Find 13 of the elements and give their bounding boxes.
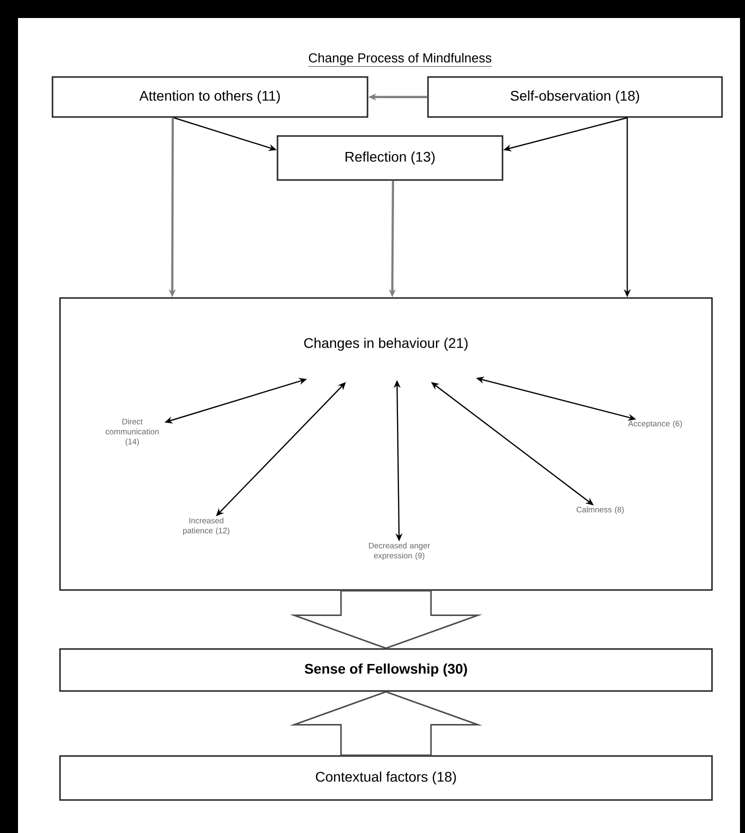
process-box: Self-observation (18) [427, 76, 723, 118]
process-box: Attention to others (11) [52, 76, 368, 118]
process-box: Contextual factors (18) [59, 755, 713, 801]
category-label: Acceptance (6) [628, 420, 682, 428]
category-label: Direct communication (14) [106, 418, 159, 446]
category-label: Calmness (8) [576, 506, 624, 514]
process-box: Sense of Fellowship (30) [59, 648, 713, 692]
block-arrow [290, 590, 482, 650]
title: Change Process of Mindfulness [308, 52, 492, 67]
category-label: Increased patience (12) [183, 518, 230, 535]
block-arrow [290, 690, 482, 756]
process-box: Reflection (13) [276, 135, 504, 181]
category-label: Decreased anger expression (9) [369, 542, 430, 560]
